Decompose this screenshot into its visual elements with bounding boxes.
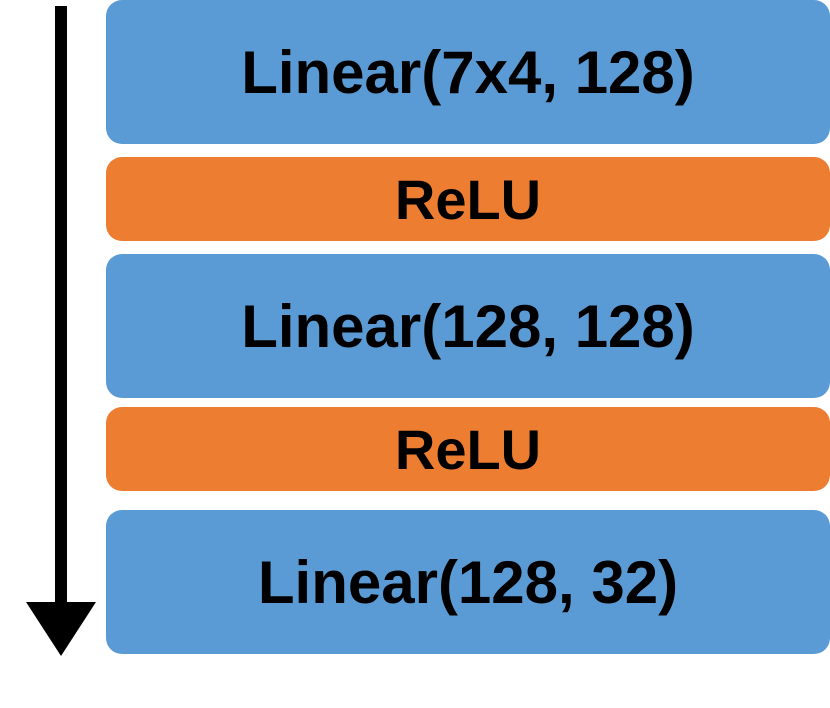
linear-layer-hidden: Linear(128, 128) (106, 254, 830, 398)
relu-layer-1: ReLU (106, 157, 830, 241)
arrow-down-icon (26, 6, 96, 656)
arrow-head (26, 602, 96, 656)
arrow-shaft (55, 6, 67, 610)
linear-layer-output: Linear(128, 32) (106, 510, 830, 654)
relu-layer-2: ReLU (106, 407, 830, 491)
linear-layer-input: Linear(7x4, 128) (106, 0, 830, 144)
